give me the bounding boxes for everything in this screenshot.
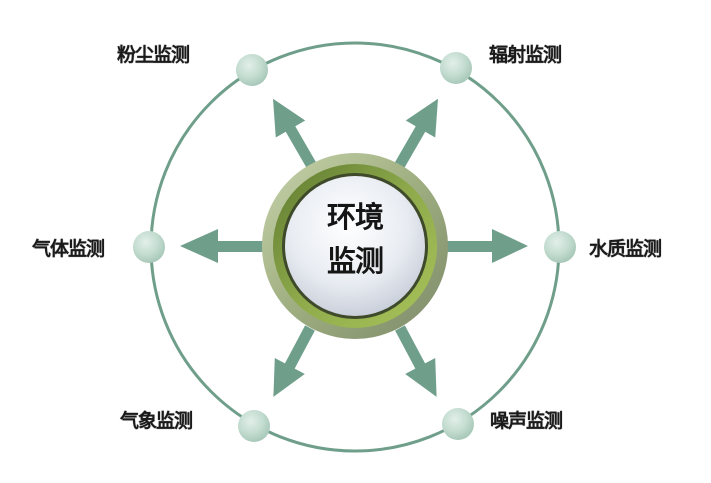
node-dust xyxy=(236,54,268,86)
label-dust: 粉尘监测 xyxy=(117,44,190,66)
node-radiation xyxy=(440,52,472,84)
node-weather xyxy=(238,410,270,442)
label-gas: 气体监测 xyxy=(32,238,105,260)
arrow-to-dust xyxy=(273,98,318,171)
arrow-to-radiation xyxy=(393,98,438,171)
arrow-to-weather xyxy=(273,325,315,397)
center-hub-line1: 环境 xyxy=(326,200,384,234)
arrow-to-gas xyxy=(180,229,265,263)
node-noise xyxy=(442,408,474,440)
center-hub-line2: 监测 xyxy=(326,244,384,278)
label-water: 水质监测 xyxy=(589,238,662,260)
node-gas xyxy=(133,231,165,263)
label-radiation: 辐射监测 xyxy=(489,44,562,66)
label-weather: 气象监测 xyxy=(120,410,193,432)
label-noise: 噪声监测 xyxy=(490,410,563,432)
center-hub xyxy=(262,153,448,339)
arrow-to-noise xyxy=(395,325,437,397)
center-hub-label: 环境 监测 xyxy=(305,195,405,283)
arrows xyxy=(180,98,528,397)
arrow-to-water xyxy=(445,229,528,263)
node-water xyxy=(544,231,576,263)
